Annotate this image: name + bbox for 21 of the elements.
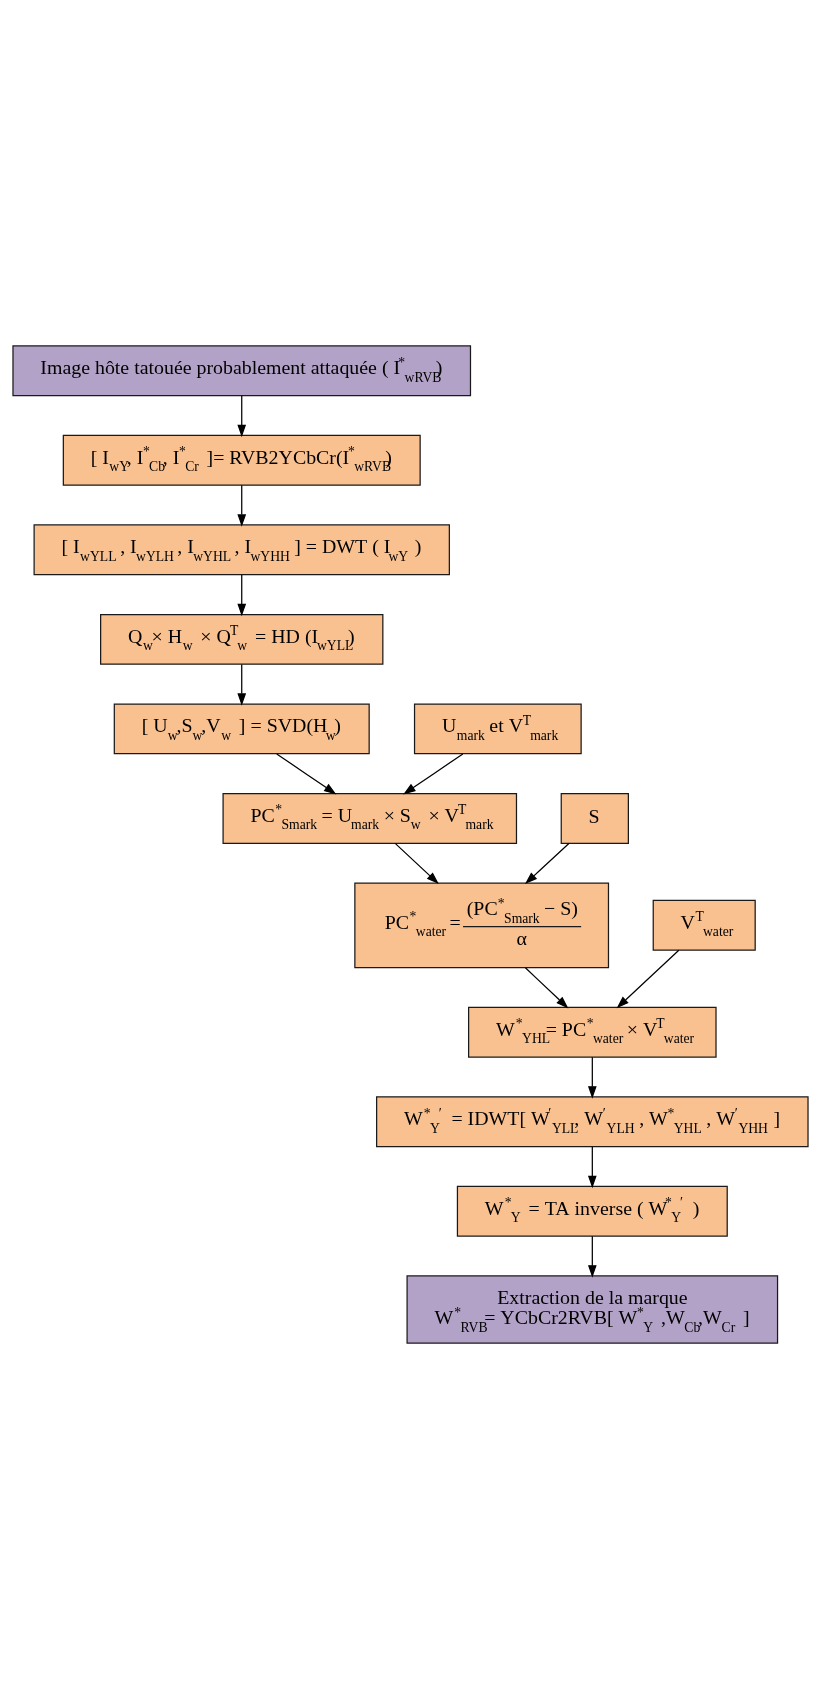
arrow bbox=[237, 484, 247, 527]
arrow bbox=[524, 967, 569, 1009]
node-box: [ I$_{wYLL}$ , I$_{wYLH}$ , I$_{wYHL}$ , I$_{wYHH}$ ] = DWT ( I$_{wY}$ ) bbox=[33, 524, 450, 576]
node-box: Image hôte tatouée probablement attaquée ( I$^{*}$$_{wRVB}$) bbox=[12, 345, 472, 397]
node-box: Extraction de la marque W$^{*}$$_{RVB}$= YCbCr2RVB[ W$^{*}$$_{Y}$ ,W$_{Cb}$,W$_{Cr}$ ] bbox=[406, 1275, 779, 1344]
arrow bbox=[403, 753, 464, 795]
arrow bbox=[237, 574, 247, 617]
node-box: [ I$_{wY}$, I$^{*}$$_{Cb}$, I$^{*}$$_{Cr}$ ]= RVB2YCbCr(I$^{*}$$_{wRVB}$) bbox=[62, 434, 421, 486]
arrow bbox=[394, 842, 439, 885]
node-box: Q$_{w}$× H$_{w}$ × Q$^{T}$$_{w}$ = HD (I$_{wYLL}$) bbox=[100, 613, 384, 665]
arrow bbox=[276, 753, 337, 795]
arrow bbox=[587, 1235, 597, 1278]
arrow bbox=[237, 663, 247, 706]
arrow bbox=[587, 1056, 597, 1099]
node-box: PC$^{*}$$_{water}$ = (PC$^{*}$$_{Smark}$ − S) α bbox=[354, 882, 610, 969]
arrow bbox=[237, 395, 247, 438]
arrow bbox=[587, 1146, 597, 1189]
arrow bbox=[524, 842, 570, 885]
node-box: S bbox=[560, 792, 629, 844]
arrow bbox=[616, 949, 680, 1009]
node-box: [ U$_{w}$,S$_{w}$,V$_{w}$ ] = SVD(H$_{w}$) bbox=[113, 703, 370, 755]
